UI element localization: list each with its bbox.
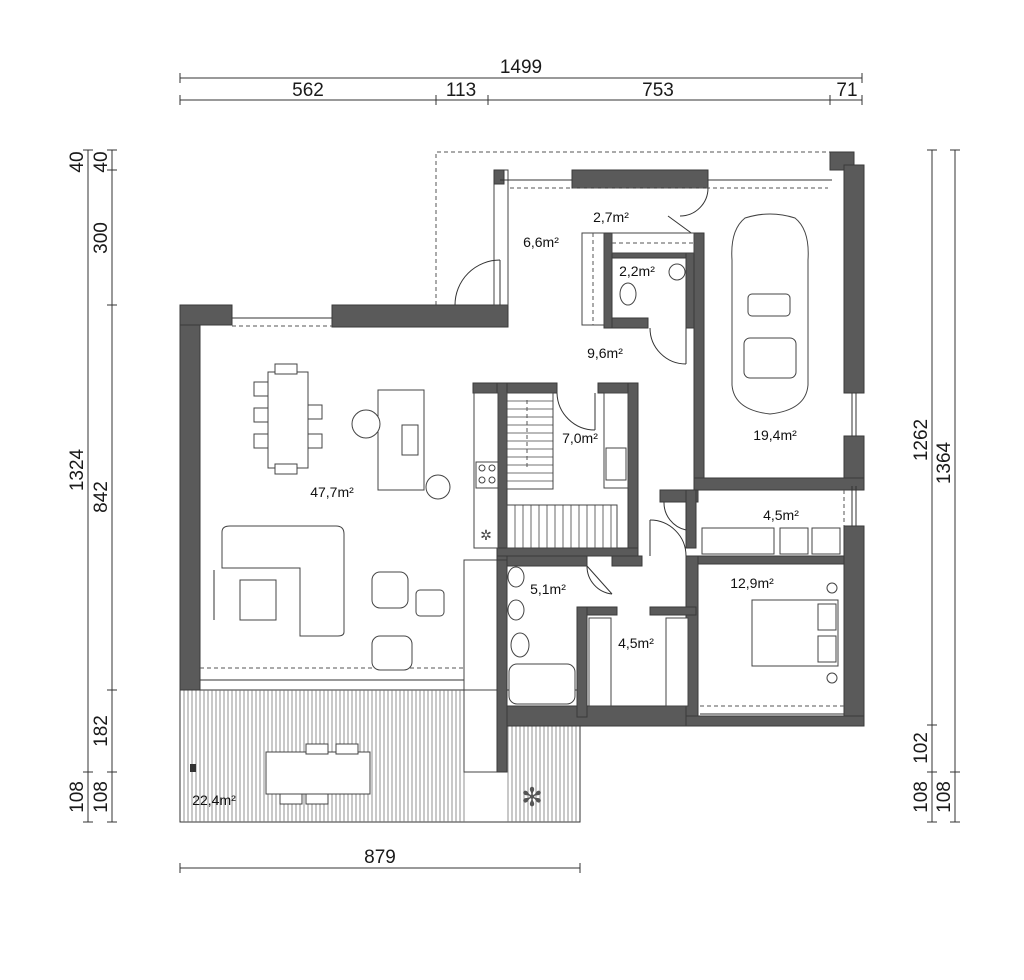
area-laundry: 4,5m²: [763, 507, 799, 523]
laundry-fixtures: [701, 527, 841, 555]
area-wc-top: 2,2m²: [619, 263, 655, 279]
bathroom-fixtures: [507, 566, 576, 705]
dim-right-total-a: 1262: [911, 419, 932, 461]
person-icon: [351, 409, 381, 439]
dim-top-total: 1499: [500, 57, 542, 78]
doors: [454, 187, 709, 595]
plant-icon: ✲: [480, 527, 492, 543]
kitchen-counter: [377, 389, 499, 549]
car-icon: [731, 213, 809, 415]
area-terrace: 22,4m²: [192, 792, 236, 808]
dim-left-c: 300: [91, 222, 112, 254]
dim-left-total: 1324: [67, 448, 88, 491]
closet: [588, 617, 689, 707]
person-icon-2: [425, 474, 451, 500]
stairs: [506, 392, 618, 549]
dim-right-b: 108: [911, 781, 932, 813]
armchairs: [371, 571, 445, 671]
dim-top-1: 562: [292, 80, 324, 101]
dim-top-2: 113: [446, 80, 476, 101]
terrace-table: [190, 743, 371, 805]
dim-right-a: 102: [911, 732, 932, 764]
dining-table: [253, 363, 323, 475]
area-garage: 19,4m²: [753, 427, 797, 443]
canopy-outline: [435, 151, 832, 305]
dim-right-c: 108: [934, 781, 955, 813]
dim-left-f: 108: [67, 781, 88, 813]
sink-icon: [668, 263, 686, 281]
toilet-icon: [619, 282, 637, 306]
area-closet: 4,5m²: [618, 635, 654, 651]
dim-left-e: 182: [91, 715, 112, 747]
dim-top-4: 71: [836, 80, 857, 101]
sofa: [213, 525, 345, 637]
area-bathroom: 5,1m²: [530, 581, 566, 597]
terrace: [179, 689, 581, 823]
area-kitchen-stair: 7,0m²: [562, 430, 598, 446]
dim-left-g: 108: [91, 781, 112, 813]
terrace-plant-icon: ✻: [521, 782, 543, 812]
dim-left-d: 842: [91, 481, 112, 513]
dim-left-a: 40: [67, 151, 88, 172]
dim-right-total-b: 1364: [934, 441, 955, 484]
dim-top-3: 753: [642, 80, 674, 101]
area-bedroom: 12,9m²: [730, 575, 774, 591]
wardrobe-top: [581, 232, 695, 326]
area-wardrobe-top: 2,7m²: [593, 209, 629, 225]
dim-bottom: 879: [364, 847, 396, 868]
bed: [751, 582, 839, 684]
dim-left-b: 40: [91, 151, 112, 172]
dimension-lines: [83, 73, 960, 873]
column-cabinet: [463, 559, 499, 691]
area-hall-top: 6,6m²: [523, 234, 559, 250]
kitchen-counter-2: [603, 392, 629, 489]
area-hall: 9,6m²: [587, 345, 623, 361]
area-living: 47,7m²: [310, 484, 354, 500]
column-cabinet-lower: [463, 689, 499, 773]
walls: [179, 151, 865, 727]
